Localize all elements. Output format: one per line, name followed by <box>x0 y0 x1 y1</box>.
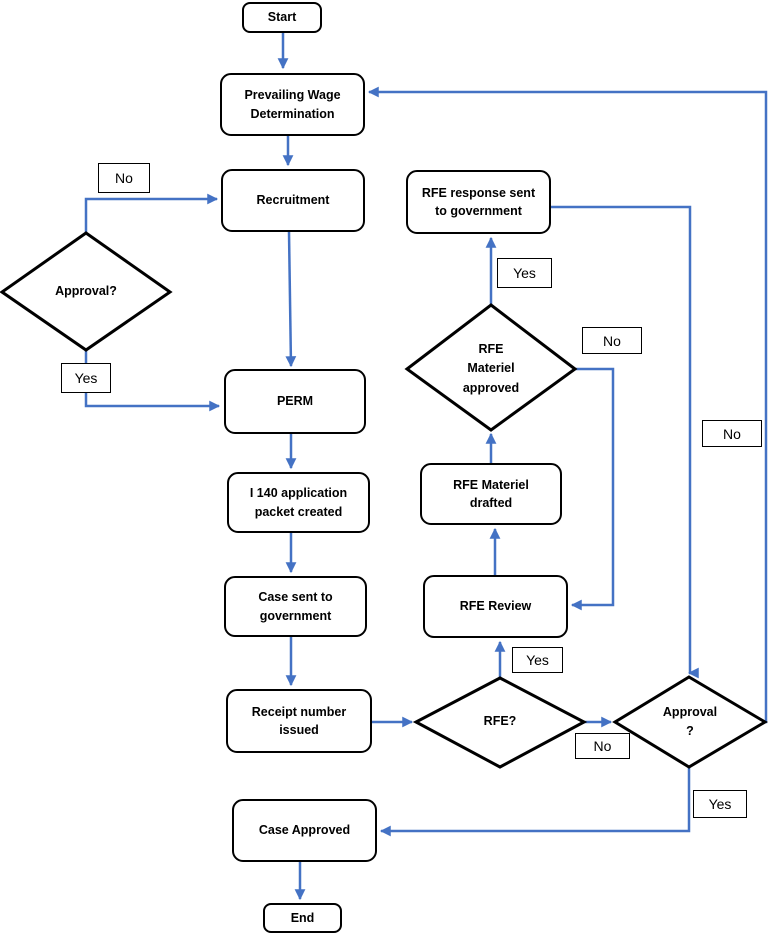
start-node: Start <box>242 2 322 33</box>
rfe-question-diamond <box>412 676 588 769</box>
receipt-number-node: Receipt number issued <box>226 689 372 753</box>
rfe-no-label: No <box>575 733 630 759</box>
rfe-yes-label: Yes <box>512 647 563 673</box>
approval-left-label: Approval? <box>55 284 117 299</box>
edge-rfe-response-to-approval-right <box>551 205 699 679</box>
end-node: End <box>263 903 342 933</box>
rfe-question-label: RFE? <box>483 714 517 729</box>
prevailing-wage-node: Prevailing Wage Determination <box>220 73 365 136</box>
approval-right-diamond <box>612 675 768 769</box>
rfe-drafted-node: RFE Materiel drafted <box>420 463 562 525</box>
recruitment-node: Recruitment <box>221 169 365 232</box>
rfe-approved-yes-label: Yes <box>497 258 552 288</box>
approval-left-no-label: No <box>98 163 150 193</box>
edge-rfe-approved-no-to-rfe-review <box>570 367 615 611</box>
case-approved-node: Case Approved <box>232 799 377 862</box>
approval-right-label: Approval ? <box>662 704 718 738</box>
case-sent-node: Case sent to government <box>224 576 367 637</box>
rfe-approved-label: RFE Materiel approved <box>462 341 520 395</box>
edge-approval-right-yes-to-case-approved <box>379 767 691 837</box>
edge-approval-left-no-to-recruitment <box>84 193 219 233</box>
approval-right-yes-label: Yes <box>693 790 747 818</box>
rfe-review-node: RFE Review <box>423 575 568 638</box>
approval-left-yes-label: Yes <box>61 363 111 393</box>
i140-packet-node: I 140 application packet created <box>227 472 370 533</box>
approval-right-no-label: No <box>702 420 762 447</box>
rfe-approved-diamond <box>404 303 578 432</box>
approval-left-diamond <box>0 231 173 352</box>
rfe-approved-no-label: No <box>582 327 642 354</box>
edge-recruitment-to-perm <box>285 231 297 368</box>
perm-node: PERM <box>224 369 366 434</box>
rfe-response-node: RFE response sent to government <box>406 170 551 234</box>
